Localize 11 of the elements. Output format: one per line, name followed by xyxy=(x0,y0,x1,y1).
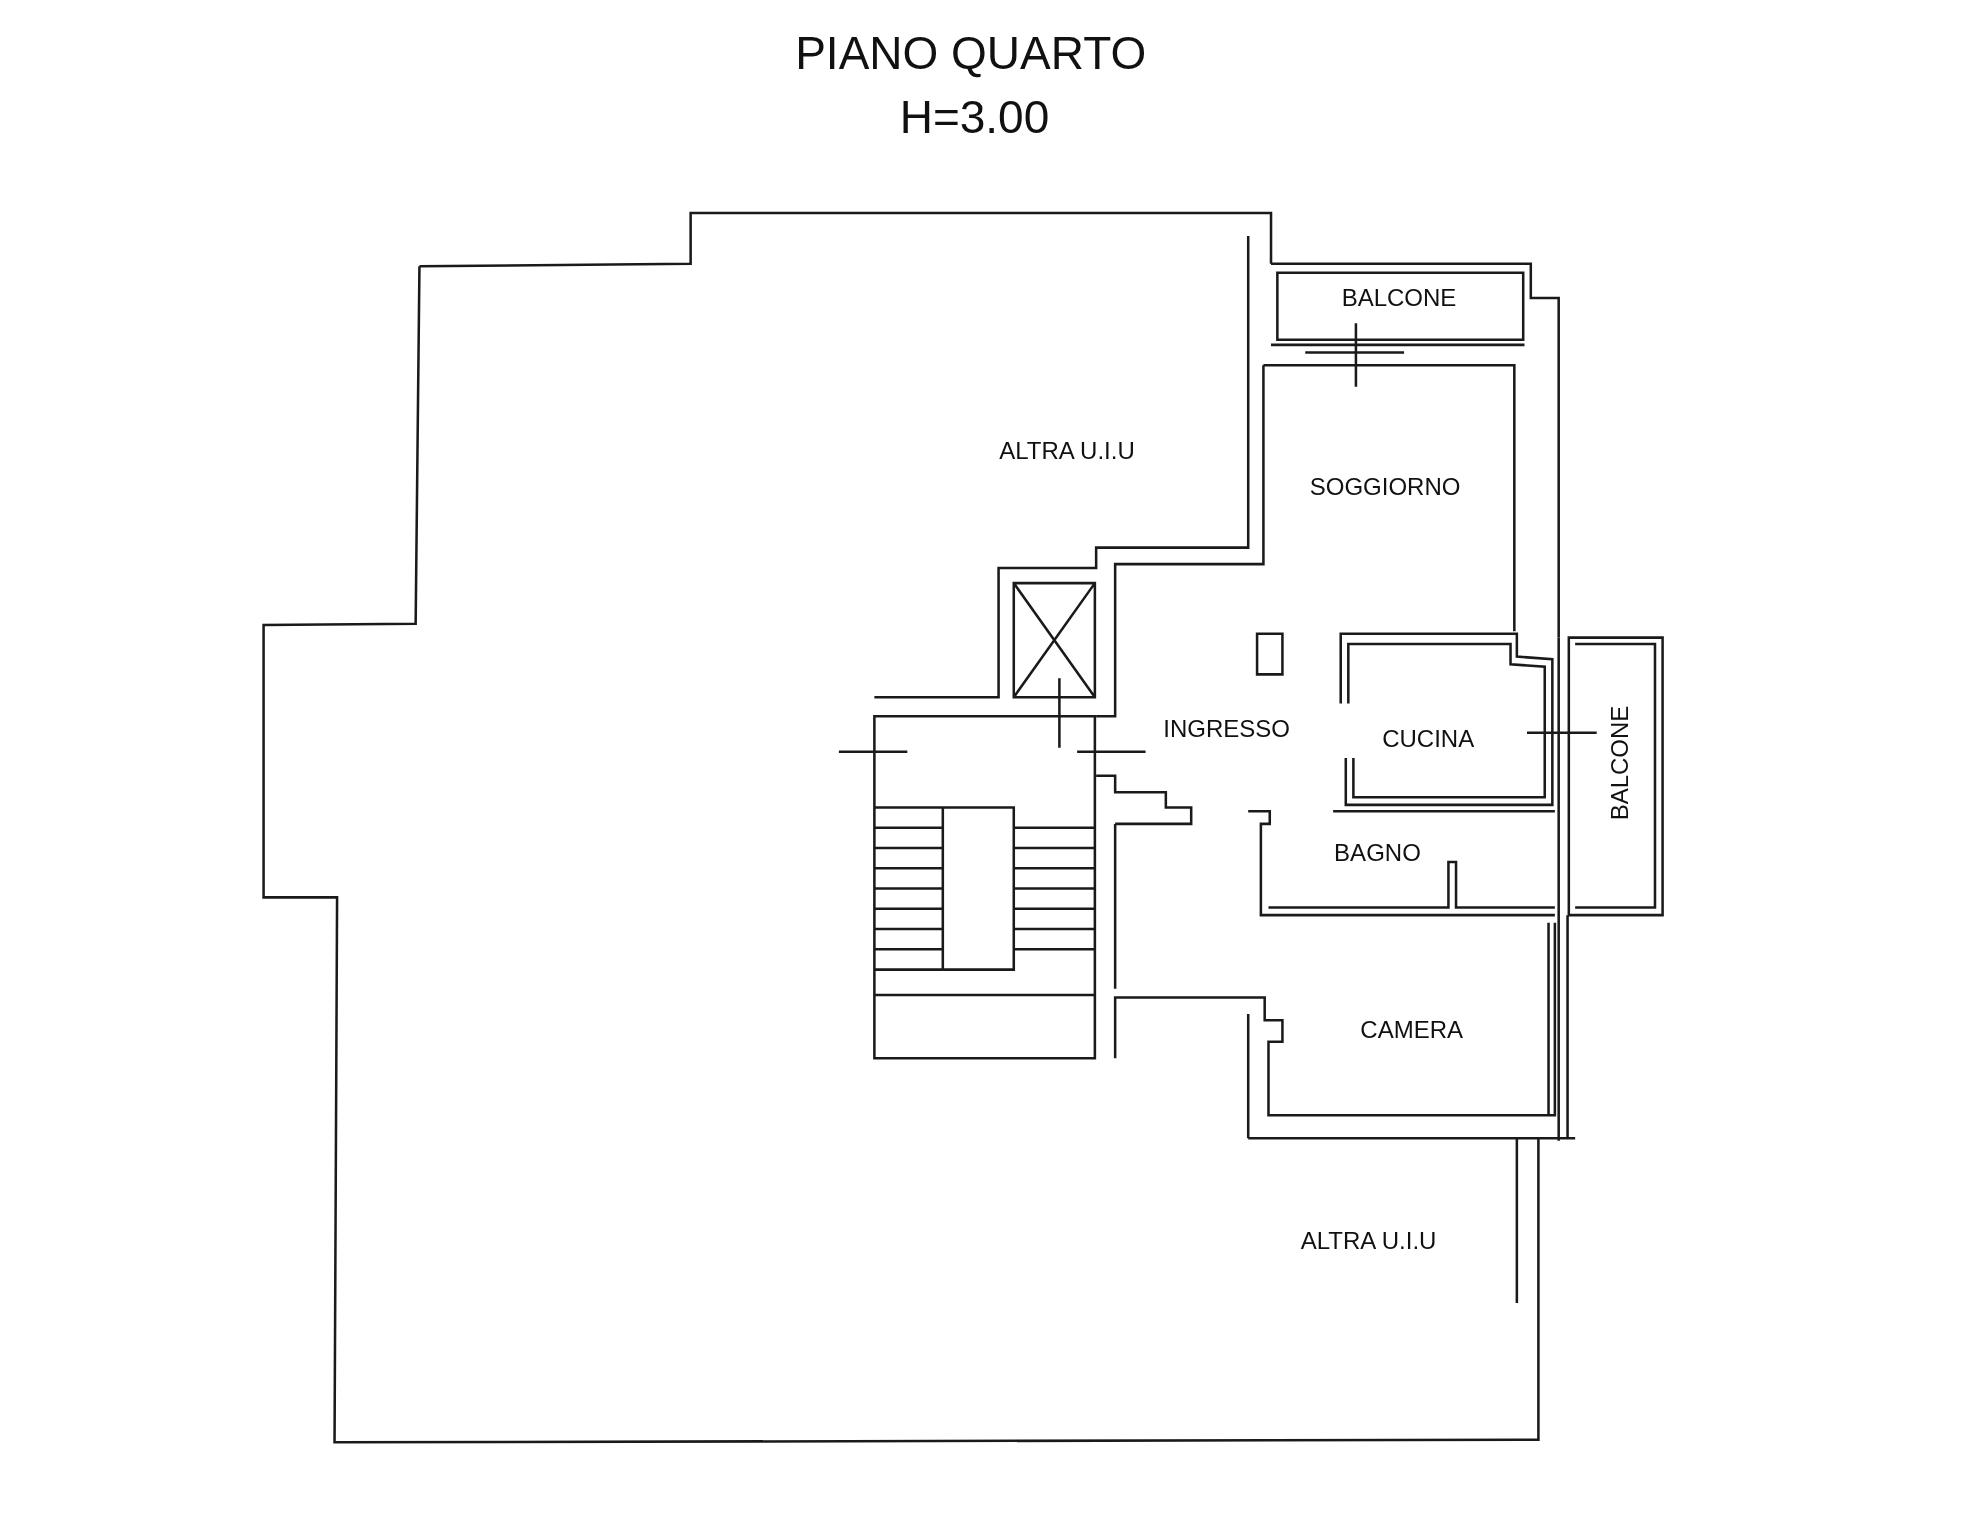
room-label: BAGNO xyxy=(1334,840,1421,865)
area-label: ALTRA U.I.U xyxy=(999,439,1135,464)
room-label: BALCONE xyxy=(1607,705,1632,821)
floor-height-label: H=3.00 xyxy=(899,93,1050,140)
plan-title: PIANO QUARTO xyxy=(795,30,1147,77)
room-label: CAMERA xyxy=(1360,1018,1463,1043)
area-label: ALTRA U.I.U xyxy=(1300,1228,1437,1253)
room-label: INGRESSO xyxy=(1163,716,1290,741)
room-label: CUCINA xyxy=(1382,726,1475,751)
room-label: SOGGIORNO xyxy=(1309,474,1461,499)
room-label: BALCONE xyxy=(1341,285,1457,310)
